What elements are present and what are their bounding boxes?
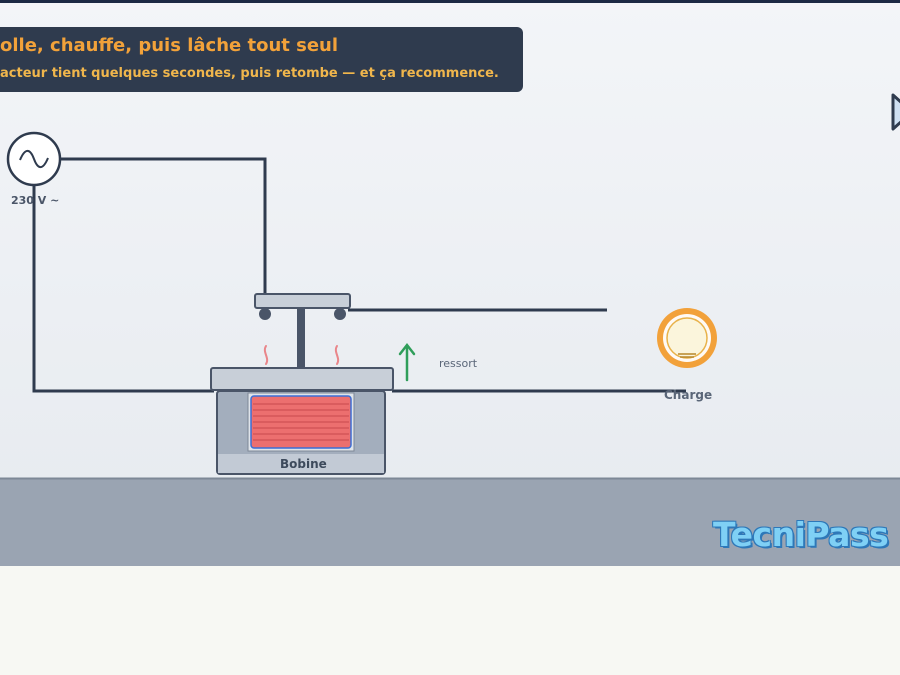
wire-source-to-contact xyxy=(58,157,267,296)
load-label: Charge xyxy=(664,388,713,402)
brand-logo: TecniPass xyxy=(713,515,889,554)
ac-source-icon xyxy=(6,131,62,187)
diagram-stage: olle, chauffe, puis lâche tout seul acte… xyxy=(0,0,900,566)
circuit-wires xyxy=(32,157,686,393)
plunger-rod xyxy=(297,308,305,368)
armature-plate xyxy=(210,367,394,391)
coil-label: Bobine xyxy=(280,457,327,471)
ground-band xyxy=(0,478,900,566)
spring-label: ressort xyxy=(439,357,478,370)
play-icon[interactable] xyxy=(890,92,900,132)
top-bar xyxy=(0,0,900,3)
wire-source-return xyxy=(32,186,214,393)
relay-contact xyxy=(254,293,351,368)
banner-title: olle, chauffe, puis lâche tout seul xyxy=(0,35,339,56)
coil-winding xyxy=(250,395,352,449)
lamp-icon xyxy=(657,308,717,368)
up-arrow-icon xyxy=(398,342,416,382)
title-banner xyxy=(0,27,523,92)
banner-subtitle: acteur tient quelques secondes, puis ret… xyxy=(0,66,499,81)
source-voltage-label: 230 V ~ xyxy=(11,194,60,207)
relay-circuit-diagram xyxy=(0,131,900,566)
heat-wave-icon xyxy=(263,345,340,365)
